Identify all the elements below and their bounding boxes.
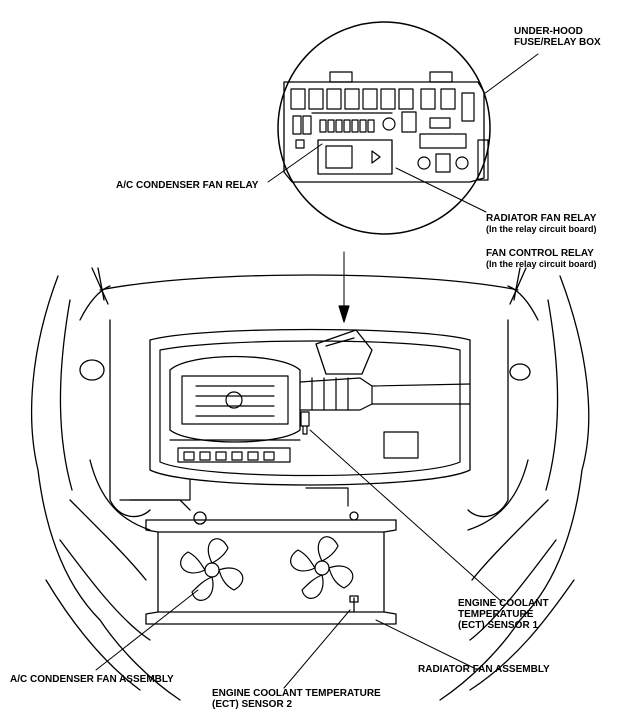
relay-row	[290, 88, 475, 122]
fuse-box-detail-circle	[277, 21, 491, 235]
radiator	[129, 499, 397, 625]
radiator-fan	[290, 536, 354, 599]
label-radiator-fan-assembly: RADIATOR FAN ASSEMBLY	[418, 664, 550, 675]
battery	[383, 431, 419, 459]
label-ac-fan-relay: A/C CONDENSER FAN RELAY	[116, 180, 259, 191]
car-body	[30, 267, 590, 701]
ect-sensor-1	[300, 411, 310, 435]
label-ac-fan-assembly: A/C CONDENSER FAN ASSEMBLY	[10, 674, 174, 685]
intake-duct	[299, 377, 471, 411]
label-fan-control-relay: FAN CONTROL RELAY (In the relay circuit …	[486, 248, 597, 269]
ac-condenser-fan	[180, 538, 244, 601]
label-ect-sensor-2: ENGINE COOLANT TEMPERATURE (ECT) SENSOR …	[212, 688, 381, 710]
fuse-row	[292, 111, 451, 135]
engine	[169, 355, 301, 463]
engine-bay	[149, 328, 471, 486]
leader-lines	[95, 53, 539, 689]
label-fuse-box: UNDER-HOOD FUSE/RELAY BOX	[514, 26, 601, 48]
label-radiator-fan-relay: RADIATOR FAN RELAY (In the relay circuit…	[486, 213, 597, 234]
arrow-head	[338, 305, 350, 323]
air-cleaner-box	[315, 329, 373, 375]
relay-circuit-board	[317, 139, 393, 175]
label-ect-sensor-1: ENGINE COOLANT TEMPERATURE (ECT) SENSOR …	[458, 598, 549, 631]
